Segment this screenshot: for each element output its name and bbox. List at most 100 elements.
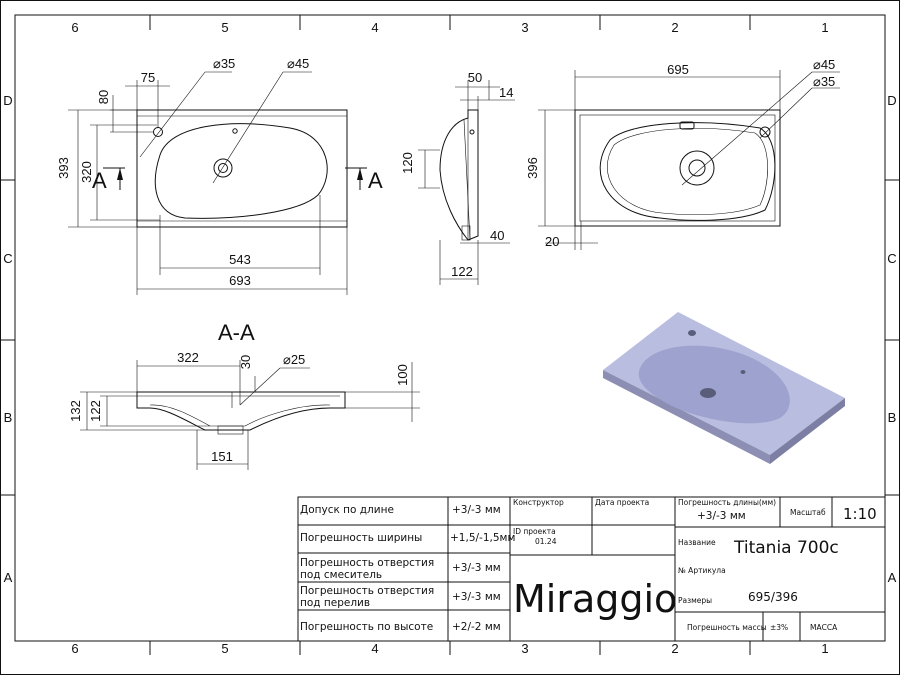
dim-section-d25: ⌀25	[283, 352, 305, 367]
side-view-profile	[439, 109, 479, 241]
render-bowl	[638, 345, 790, 424]
dim-bottom-d35: ⌀35	[813, 74, 835, 89]
side-view	[418, 80, 515, 285]
dim-section-122: 122	[88, 400, 103, 422]
tb-name-label: Название	[678, 538, 716, 547]
tb-row2-label: Погрешность ширины	[300, 532, 422, 544]
tb-row1-value: +3/-3 мм	[452, 504, 501, 516]
dim-bottom-695: 695	[667, 62, 689, 77]
dim-top-d45: ⌀45	[287, 56, 309, 71]
section-view	[80, 360, 420, 470]
zone-top-3: 3	[521, 20, 528, 35]
dim-side-120: 120	[400, 152, 415, 174]
render-overflow-hole	[740, 370, 746, 374]
dim-side-122: 122	[451, 264, 473, 279]
tb-mass-tol-label: Погрешность массы	[687, 623, 767, 632]
zone-bottom-6: 6	[71, 641, 78, 656]
top-view-outline	[136, 109, 348, 228]
dim-top-d35: ⌀35	[213, 56, 235, 71]
tb-row4-label1: Погрешность отверстия	[300, 585, 434, 597]
dim-bottom-d45: ⌀45	[813, 57, 835, 72]
zone-top-2: 2	[671, 20, 678, 35]
tb-project-id-label: ID проекта	[513, 527, 556, 536]
tb-article-label: № Артикула	[678, 566, 726, 575]
tb-project-id: 01.24	[535, 537, 557, 546]
tb-row3-value: +3/-3 мм	[452, 562, 501, 574]
bottom-view	[538, 70, 840, 250]
dim-section-30: 30	[238, 355, 253, 369]
tb-row4-label2: под перелив	[300, 597, 370, 609]
section-mark-right: A	[368, 168, 383, 193]
dim-bottom-20: 20	[545, 234, 559, 249]
tb-row5-value: +2/-2 мм	[452, 621, 501, 633]
zone-left-a: A	[4, 570, 13, 585]
dim-side-50: 50	[468, 70, 482, 85]
tb-project-date-label: Дата проекта	[595, 498, 649, 507]
render-drain	[700, 388, 716, 398]
brand-logo: Miraggio	[513, 577, 677, 621]
zone-right-b: B	[888, 410, 897, 425]
title-block	[297, 496, 886, 642]
zone-right-d: D	[887, 93, 896, 108]
section-title: A-A	[218, 320, 255, 345]
zone-top-5: 5	[221, 20, 228, 35]
dim-top-75: 75	[141, 70, 155, 85]
dim-section-100: 100	[395, 364, 410, 386]
zone-bottom-3: 3	[521, 641, 528, 656]
bottom-view-bowl	[599, 122, 776, 221]
drain-outer	[213, 158, 233, 178]
tb-row1-label: Допуск по длине	[300, 504, 394, 516]
zone-left-d: D	[3, 93, 12, 108]
bottom-view-outline	[574, 109, 781, 227]
tb-scale: 1:10	[843, 505, 877, 523]
section-mark-left: A	[92, 168, 107, 193]
top-view-bowl	[154, 123, 328, 219]
zone-left-b: B	[4, 410, 13, 425]
dim-side-40: 40	[490, 228, 504, 243]
zone-top-1: 1	[821, 20, 828, 35]
zone-bottom-1: 1	[821, 641, 828, 656]
tb-row5-label: Погрешность по высоте	[300, 621, 433, 633]
dim-top-693: 693	[229, 273, 251, 288]
section-profile	[136, 391, 346, 431]
zone-left-c: C	[3, 251, 12, 266]
tb-scale-label: Масштаб	[790, 508, 826, 517]
bottom-drain	[679, 150, 715, 186]
top-view	[68, 71, 367, 295]
sink-render	[603, 312, 845, 464]
tb-mass-tol: ±3%	[770, 623, 788, 632]
zone-bottom-5: 5	[221, 641, 228, 656]
render-front-edge	[603, 370, 770, 464]
dim-side-14: 14	[499, 85, 513, 100]
dim-section-322: 322	[177, 350, 199, 365]
zone-top-6: 6	[71, 20, 78, 35]
dim-bottom-396: 396	[525, 157, 540, 179]
dim-top-393: 393	[56, 157, 71, 179]
zone-right-a: A	[888, 570, 897, 585]
tb-constructor-label: Конструктор	[513, 498, 564, 507]
tb-row4-value: +3/-3 мм	[452, 591, 501, 603]
tb-sizes-label: Размеры	[678, 596, 712, 605]
zone-bottom-2: 2	[671, 641, 678, 656]
zone-right-c: C	[887, 251, 896, 266]
tb-length-tol-label: Погрешность длины(мм)	[678, 498, 776, 507]
dim-top-543: 543	[229, 252, 251, 267]
tb-row2-value: +1,5/-1,5мм	[450, 532, 515, 544]
overflow-hole	[232, 128, 238, 134]
drain-inner	[218, 163, 228, 173]
dim-top-320: 320	[79, 161, 94, 183]
zone-dividers	[0, 15, 900, 655]
dim-top-80: 80	[96, 90, 111, 104]
zone-top-4: 4	[371, 20, 378, 35]
tb-sizes: 695/396	[748, 590, 798, 604]
tb-row3-label2: под смеситель	[300, 569, 382, 581]
bottom-mixer-hole	[759, 126, 771, 138]
tb-mass-label: МАССА	[810, 623, 838, 632]
tb-product-name: Titania 700c	[733, 538, 839, 558]
tb-row3-label1: Погрешность отверстия	[300, 557, 434, 569]
render-mixer-hole	[688, 330, 696, 336]
zone-bottom-4: 4	[371, 641, 378, 656]
tb-length-tol: +3/-3 мм	[697, 510, 746, 522]
